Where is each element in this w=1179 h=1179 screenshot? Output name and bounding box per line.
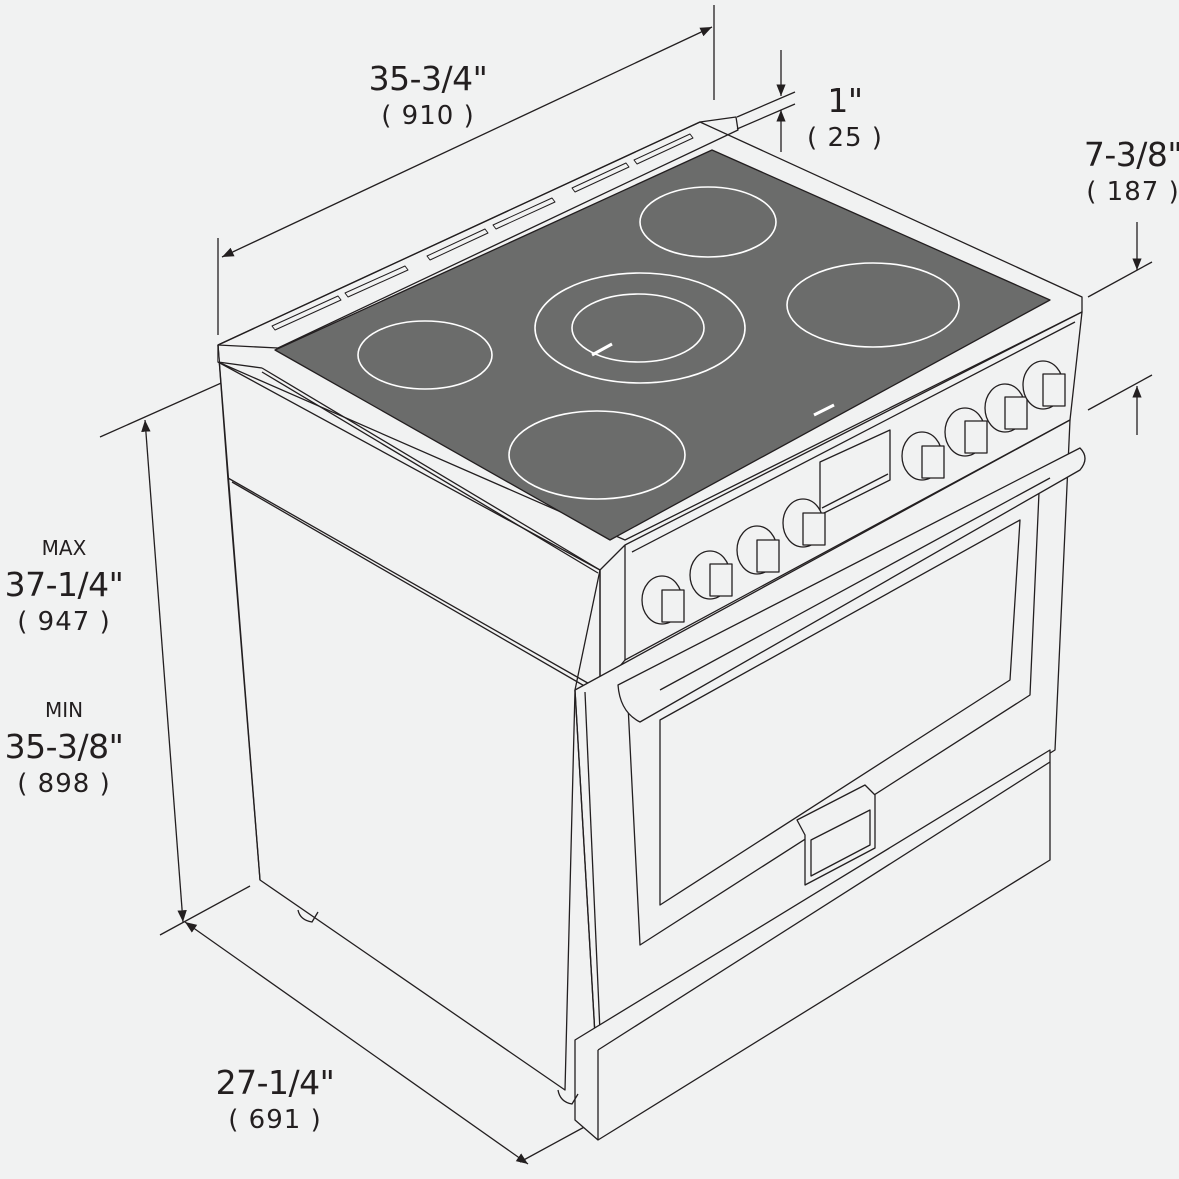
burner-center-outer <box>534 272 746 384</box>
height-max-label: MAX 37-1/4" ( 947 ) <box>0 538 134 635</box>
depth-label: 27-1/4" ( 691 ) <box>200 1066 350 1133</box>
cooktop-glass <box>274 149 1051 541</box>
knob-5[interactable] <box>901 431 945 481</box>
backguard-thickness-label: 1" ( 25 ) <box>800 84 890 151</box>
knob-6[interactable] <box>944 407 988 457</box>
depth-imperial: 27-1/4" <box>215 1063 335 1102</box>
burner-right-front <box>786 262 960 348</box>
knob-8[interactable] <box>1022 360 1066 410</box>
control-knobs[interactable] <box>641 360 1066 625</box>
backguard-thickness-metric: ( 25 ) <box>807 123 883 153</box>
backguard-height-metric: ( 187 ) <box>1086 177 1179 207</box>
depth-metric: ( 691 ) <box>228 1105 322 1135</box>
height-min-metric: ( 898 ) <box>17 769 111 799</box>
brand-badge <box>796 784 876 886</box>
oven-door[interactable] <box>574 419 1071 1036</box>
backguard-height-label: 7-3/8" ( 187 ) <box>1068 138 1179 205</box>
burner-left-front <box>508 410 686 500</box>
backguard-thickness-dimension <box>736 50 796 152</box>
knob-7[interactable] <box>984 383 1028 433</box>
burners <box>357 186 960 500</box>
burner-right-rear <box>639 186 777 258</box>
burner-left-rear <box>357 320 493 390</box>
width-label: 35-3/4" ( 910 ) <box>348 62 508 129</box>
width-metric: ( 910 ) <box>381 101 475 131</box>
kick-plate <box>574 749 1051 1141</box>
height-max-imperial: 37-1/4" <box>4 565 124 604</box>
knob-4[interactable] <box>782 498 826 548</box>
leveling-feet <box>297 909 579 1105</box>
backguard-thickness-imperial: 1" <box>827 81 863 120</box>
height-min-tag: MIN <box>44 698 84 722</box>
oven-door-handle[interactable] <box>617 447 1086 723</box>
left-side-panel <box>217 344 601 1091</box>
backguard-height-dimension <box>1087 222 1153 435</box>
backguard-height-imperial: 7-3/8" <box>1083 135 1179 174</box>
width-dimension-line <box>217 5 715 335</box>
burner-center-inner <box>571 293 705 363</box>
knob-1[interactable] <box>641 575 685 625</box>
knob-2[interactable] <box>689 550 733 600</box>
height-min-imperial: 35-3/8" <box>4 727 124 766</box>
backguard-vents <box>271 133 694 331</box>
height-min-label: MIN 35-3/8" ( 898 ) <box>0 700 134 797</box>
knob-3[interactable] <box>736 525 780 575</box>
height-max-metric: ( 947 ) <box>17 607 111 637</box>
width-imperial: 35-3/4" <box>368 59 488 98</box>
height-dimension-line <box>99 379 229 923</box>
height-max-tag: MAX <box>41 536 87 560</box>
depth-dimension-line <box>159 885 589 1165</box>
